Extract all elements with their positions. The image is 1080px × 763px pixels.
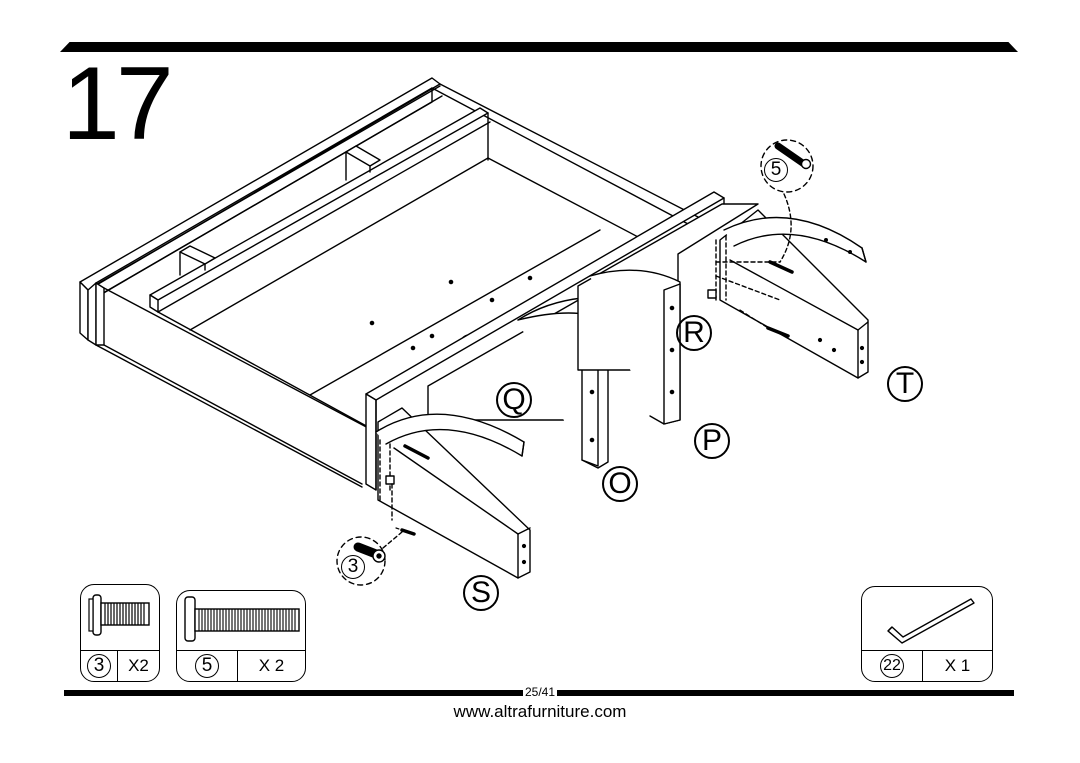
callout-number-5: 5: [764, 158, 788, 182]
callout-number-3: 3: [341, 555, 365, 579]
hardware-box-22: 22 X 1: [861, 586, 993, 682]
part-label-o: O: [602, 466, 638, 502]
hardware-id: 5: [195, 654, 219, 678]
hardware-id-cell: 3: [81, 651, 118, 681]
part-label-s: S: [463, 575, 499, 611]
front-rail: [365, 191, 725, 491]
hardware-row: 22 X 1: [862, 650, 992, 681]
bolts: [395, 260, 794, 536]
panel-r: [577, 203, 759, 425]
part-label-t: T: [887, 366, 923, 402]
leg-s: [375, 407, 531, 579]
hardware-row: 3 X2: [81, 650, 159, 681]
bottom-rule: [64, 690, 1014, 696]
page-count-text: 25/41: [522, 685, 558, 699]
part-label-q: Q: [496, 382, 532, 418]
hardware-id-cell: 22: [862, 651, 923, 681]
long-bolt-icon: [184, 596, 300, 642]
top-rule: [60, 42, 1018, 52]
allen-key-icon: [887, 598, 975, 644]
page-count: 25/41: [0, 685, 1080, 699]
part-label-p: P: [694, 423, 730, 459]
hardware-id: 3: [87, 654, 111, 678]
hardware-id: 22: [880, 654, 904, 678]
hardware-id-cell: 5: [177, 651, 238, 681]
frame-assembly: [79, 77, 701, 488]
hardware-box-3: 3 X2: [80, 584, 160, 682]
hardware-qty: X2: [128, 656, 149, 675]
website-url: www.altrafurniture.com: [453, 702, 627, 721]
short-bolt-icon: [88, 594, 150, 636]
part-label-r: R: [676, 315, 712, 351]
hardware-qty: X 1: [944, 656, 971, 675]
hardware-row: 5 X 2: [177, 650, 305, 681]
leg-t: [707, 209, 869, 379]
hardware-qty: X 2: [258, 656, 285, 675]
step-number: 17: [62, 46, 174, 162]
hardware-box-5: 5 X 2: [176, 590, 306, 682]
